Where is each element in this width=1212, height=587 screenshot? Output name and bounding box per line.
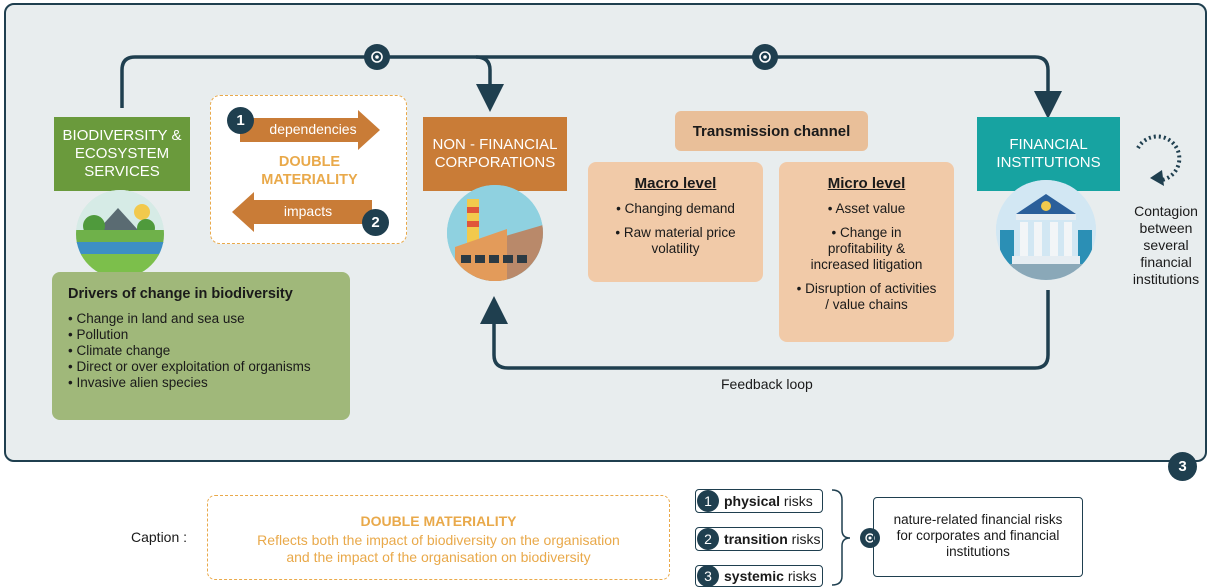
micro-level-title: Micro level (827, 175, 906, 192)
systemic-number-badge: 3 (1168, 452, 1197, 481)
list-item: Direct or over exploitation of organisms (68, 359, 336, 375)
financial-node: FINANCIAL INSTITUTIONS (977, 117, 1120, 191)
dependencies-label: dependencies (269, 121, 357, 137)
micro-level-box: Micro level • Asset value • Change in pr… (779, 162, 954, 342)
bank-icon (996, 180, 1096, 280)
dependencies-arrow (240, 110, 380, 150)
non-financial-label: NON - FINANCIAL CORPORATIONS (432, 136, 558, 171)
risk-suffix: risks (787, 531, 821, 547)
transmission-channel-title: Transmission channel (675, 111, 868, 151)
list-item: Climate change (68, 343, 336, 359)
drivers-title: Drivers of change in biodiversity (68, 286, 293, 302)
risk-brace (831, 489, 880, 586)
list-item: Change in land and sea use (68, 311, 336, 327)
double-materiality-title: DOUBLE MATERIALITY (261, 154, 358, 188)
arrow-bio-to-corporations (120, 55, 504, 112)
systemic-risk-item: 3 systemic risks (695, 565, 823, 587)
non-financial-node: NON - FINANCIAL CORPORATIONS (423, 117, 567, 191)
systemic-marker-2 (752, 44, 778, 70)
list-item: • Asset value (827, 201, 906, 216)
impacts-label: impacts (283, 203, 333, 219)
risk-type: physical (724, 493, 781, 509)
drivers-list: Change in land and sea use Pollution Cli… (68, 311, 336, 391)
drivers-box: Drivers of change in biodiversity Change… (52, 272, 350, 420)
contagion-label: Contagion between several financial inst… (1132, 203, 1200, 287)
biodiversity-node: BIODIVERSITY & ECOSYSTEM SERVICES (54, 117, 190, 191)
risk-number: 1 (697, 490, 719, 512)
number-badge-1: 1 (227, 107, 254, 134)
feedback-loop-label: Feedback loop (721, 376, 813, 392)
systemic-marker-1 (364, 44, 390, 70)
list-item: • Disruption of activities / value chain… (796, 281, 937, 312)
transition-risk-item: 2 transition risks (695, 527, 823, 551)
caption-text: Reflects both the impact of biodiversity… (257, 532, 620, 565)
physical-risk-item: 1 physical risks (695, 489, 823, 513)
list-item: • Raw material price volatility (615, 225, 736, 256)
risk-type: systemic (724, 568, 784, 584)
caption-label: Caption : (131, 529, 188, 545)
list-item: Pollution (68, 327, 336, 343)
landscape-icon (76, 190, 164, 278)
feedback-loop-arrow (480, 290, 1050, 370)
list-item: • Changing demand (616, 201, 735, 216)
risk-type: transition (724, 531, 788, 547)
factory-icon (447, 185, 543, 281)
biodiversity-label: BIODIVERSITY & ECOSYSTEM SERVICES (62, 127, 182, 180)
macro-level-title: Macro level (634, 175, 717, 192)
number-badge-2: 2 (362, 209, 389, 236)
risk-number: 3 (697, 565, 719, 587)
risk-number: 2 (697, 528, 719, 550)
caption-double-materiality-box: DOUBLE MATERIALITY Reflects both the imp… (207, 495, 670, 580)
nature-related-risks-box: nature-related financial risks for corpo… (873, 497, 1083, 577)
macro-level-box: Macro level • Changing demand • Raw mate… (588, 162, 763, 282)
list-item: • Change in profitability & increased li… (810, 225, 923, 272)
nature-related-risks-text: nature-related financial risks for corpo… (893, 512, 1063, 559)
arrow-bio-to-financial (476, 55, 1062, 119)
contagion-arrow (1136, 134, 1182, 182)
impacts-arrow (232, 192, 372, 232)
risk-suffix: risks (780, 493, 813, 509)
list-item: Invasive alien species (68, 375, 336, 391)
caption-title: DOUBLE MATERIALITY (360, 513, 517, 529)
financial-label: FINANCIAL INSTITUTIONS (996, 136, 1101, 171)
risk-suffix: risks (783, 568, 817, 584)
